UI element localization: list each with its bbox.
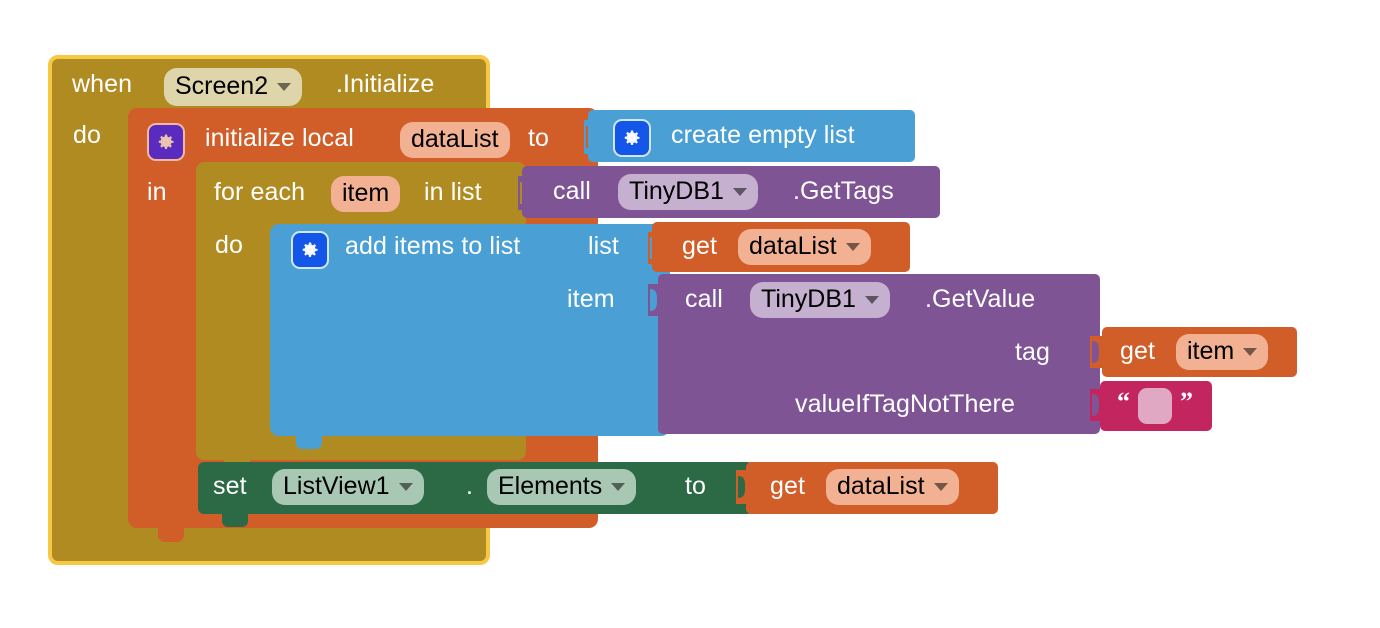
in-label: in	[147, 178, 167, 206]
property-dropdown-field[interactable]: Elements	[487, 469, 637, 505]
property-name: Elements	[498, 471, 603, 500]
variable-dropdown-field[interactable]: dataList	[738, 229, 871, 265]
chevron-down-icon[interactable]	[732, 188, 747, 196]
dot-separator-label: .	[466, 472, 474, 500]
in-list-label: in list	[424, 178, 482, 206]
call-keyword-label: call	[553, 177, 591, 205]
variable-name: item	[1187, 336, 1235, 365]
loop-variable-field[interactable]: item	[331, 176, 401, 212]
get-keyword-label: get	[770, 472, 806, 500]
to-label: to	[685, 472, 707, 500]
chevron-down-icon[interactable]	[277, 83, 292, 91]
mutator-gear-icon[interactable]	[291, 231, 329, 269]
to-label: to	[528, 124, 550, 152]
for-each-prefix-label: for each	[214, 178, 306, 206]
get-keyword-label: get	[1120, 337, 1156, 365]
when-do-label: do	[73, 121, 102, 149]
block-notch	[166, 108, 190, 117]
mutator-gear-icon[interactable]	[613, 119, 651, 157]
component-name: ListView1	[283, 471, 390, 500]
block-tab	[158, 528, 184, 542]
chevron-down-icon[interactable]	[398, 483, 413, 491]
chevron-down-icon[interactable]	[1243, 348, 1258, 356]
chevron-down-icon[interactable]	[611, 483, 626, 491]
loop-variable-name: item	[342, 178, 390, 207]
create-empty-list-label: create empty list	[671, 121, 855, 149]
add-items-to-list-label: add items to list	[345, 232, 521, 260]
list-socket-label: list	[588, 232, 619, 260]
add-items-to-list-block[interactable]	[270, 224, 670, 436]
text-value-input[interactable]	[1138, 388, 1172, 424]
get-keyword-label: get	[682, 232, 718, 260]
component-dropdown-field[interactable]: TinyDB1	[618, 174, 758, 210]
initialize-local-label: initialize local	[205, 124, 354, 152]
chevron-down-icon[interactable]	[845, 243, 860, 251]
chevron-down-icon[interactable]	[933, 483, 948, 491]
tag-socket-label: tag	[1015, 338, 1051, 366]
local-variable-name-field[interactable]: dataList	[400, 122, 510, 158]
close-quote-glyph: ”	[1180, 387, 1193, 416]
screen-dropdown-value: Screen2	[175, 71, 269, 100]
item-socket-label: item	[567, 285, 615, 313]
method-name-label: .GetTags	[793, 177, 894, 205]
call-keyword-label: call	[685, 285, 723, 313]
block-tab	[296, 436, 322, 449]
block-tab	[222, 514, 248, 527]
method-name-label: .GetValue	[925, 285, 1036, 313]
variable-name: dataList	[749, 231, 837, 260]
component-dropdown-field[interactable]: TinyDB1	[750, 282, 890, 318]
mutator-gear-icon[interactable]	[147, 123, 185, 161]
block-notch	[303, 224, 327, 233]
valueiftagnotthere-socket-label: valueIfTagNotThere	[795, 390, 1015, 418]
component-name: TinyDB1	[761, 284, 856, 313]
variable-name: dataList	[837, 471, 925, 500]
local-variable-name: dataList	[411, 124, 499, 153]
for-each-do-label: do	[215, 231, 244, 259]
variable-dropdown-field[interactable]: item	[1176, 334, 1269, 370]
screen-dropdown-field[interactable]: Screen2	[164, 68, 303, 106]
open-quote-glyph: “	[1117, 387, 1130, 416]
variable-dropdown-field[interactable]: dataList	[826, 469, 959, 505]
block-notch	[228, 462, 252, 471]
chevron-down-icon[interactable]	[864, 296, 879, 304]
component-dropdown-field[interactable]: ListView1	[272, 469, 424, 505]
block-notch	[232, 162, 256, 171]
component-name: TinyDB1	[629, 176, 724, 205]
event-name-label: .Initialize	[336, 70, 435, 98]
set-keyword-label: set	[213, 472, 247, 500]
when-keyword-label: when	[72, 70, 133, 98]
